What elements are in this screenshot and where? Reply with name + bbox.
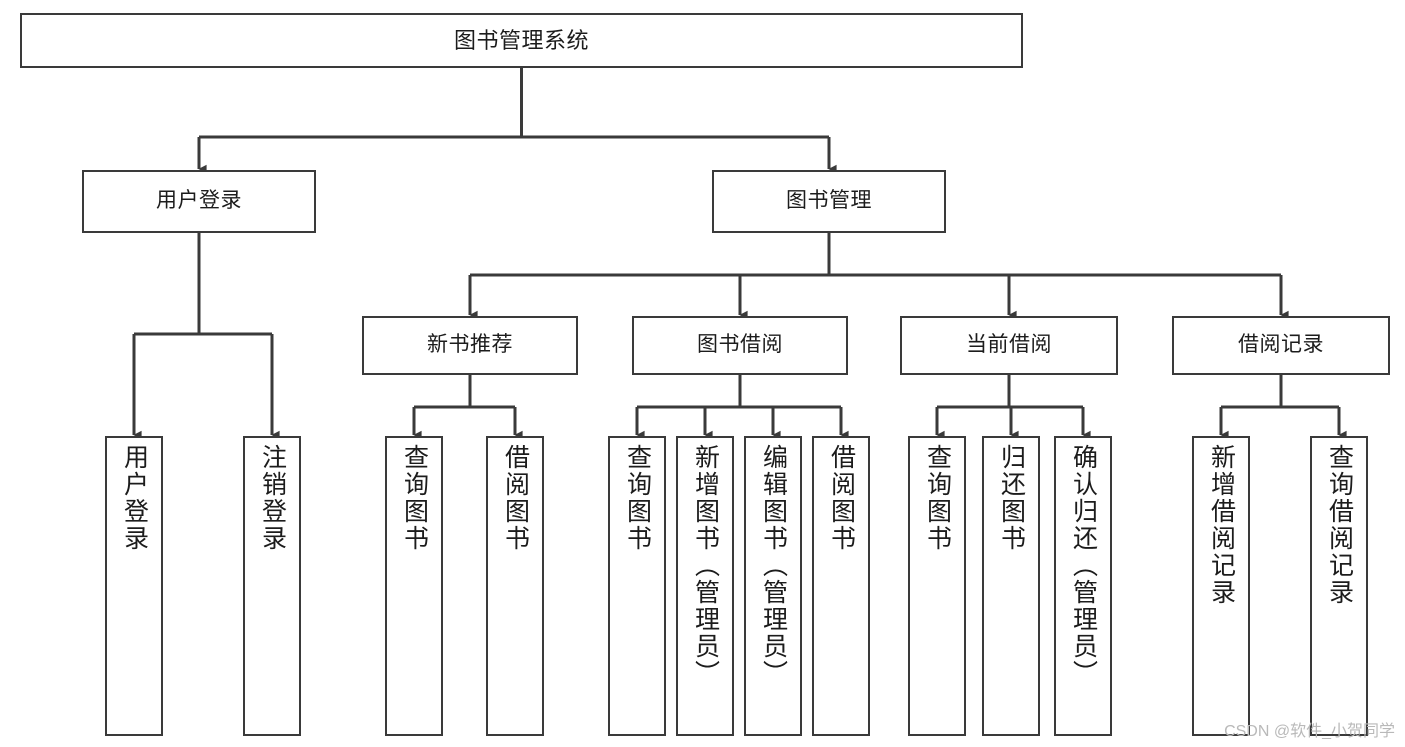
node-n-new-book-rec[interactable]: 新书推荐 (362, 316, 578, 375)
node-label: 借阅记录 (1238, 333, 1324, 357)
node-label: 图书管理 (786, 189, 872, 213)
edge-paths (132, 68, 1347, 440)
node-label: 新书推荐 (427, 333, 513, 357)
node-n-user-login[interactable]: 用户登录 (82, 170, 316, 233)
node-label: 查询图书 (400, 444, 429, 552)
node-l-query-borrow-record[interactable]: 查询借阅记录 (1310, 436, 1368, 736)
node-label: 编辑图书（管理员） (759, 444, 788, 687)
node-label: 当前借阅 (966, 333, 1052, 357)
node-label: 查询图书 (623, 444, 652, 552)
node-label: 查询图书 (923, 444, 952, 552)
node-label: 图书管理系统 (453, 27, 589, 53)
node-label: 图书借阅 (697, 333, 783, 357)
node-l-query-book-current[interactable]: 查询图书 (908, 436, 966, 736)
node-label: 新增借阅记录 (1207, 444, 1236, 606)
node-l-borrow-book[interactable]: 借阅图书 (812, 436, 870, 736)
node-root[interactable]: 图书管理系统 (20, 13, 1023, 68)
node-l-edit-book-admin[interactable]: 编辑图书（管理员） (744, 436, 802, 736)
node-label: 借阅图书 (827, 444, 856, 552)
node-label: 注销登录 (258, 444, 287, 552)
node-label: 查询借阅记录 (1325, 444, 1354, 606)
node-label: 借阅图书 (501, 444, 530, 552)
node-l-user-logout[interactable]: 注销登录 (243, 436, 301, 736)
node-l-borrow-book-rec[interactable]: 借阅图书 (486, 436, 544, 736)
node-l-add-book-admin[interactable]: 新增图书（管理员） (676, 436, 734, 736)
node-l-add-borrow-record[interactable]: 新增借阅记录 (1192, 436, 1250, 736)
node-n-borrow-record[interactable]: 借阅记录 (1172, 316, 1390, 375)
node-l-query-book-rec[interactable]: 查询图书 (385, 436, 443, 736)
node-label: 确认归还（管理员） (1069, 444, 1098, 687)
node-l-return-book[interactable]: 归还图书 (982, 436, 1040, 736)
node-n-book-manage[interactable]: 图书管理 (712, 170, 946, 233)
node-n-current-borrow[interactable]: 当前借阅 (900, 316, 1118, 375)
node-label: 用户登录 (156, 189, 242, 213)
node-l-user-login[interactable]: 用户登录 (105, 436, 163, 736)
node-label: 归还图书 (997, 444, 1026, 552)
node-label: 新增图书（管理员） (691, 444, 720, 687)
node-l-confirm-return-admin[interactable]: 确认归还（管理员） (1054, 436, 1112, 736)
node-n-book-borrow[interactable]: 图书借阅 (632, 316, 848, 375)
node-label: 用户登录 (120, 444, 149, 552)
csdn-watermark: CSDN @软件_小贺同学 (1224, 723, 1395, 740)
node-l-query-book-borrow[interactable]: 查询图书 (608, 436, 666, 736)
